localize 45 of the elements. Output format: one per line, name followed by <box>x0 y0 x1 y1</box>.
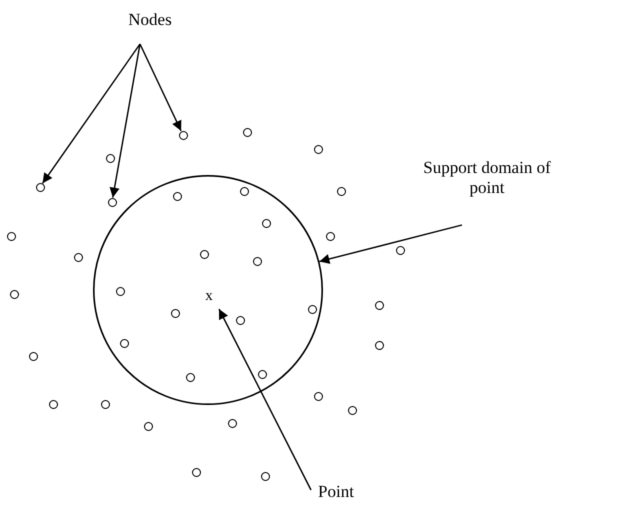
node-circle <box>326 232 334 240</box>
node-circle <box>236 316 244 324</box>
node-circle <box>260 472 270 480</box>
node-circle <box>178 130 188 140</box>
node-circle <box>396 246 404 254</box>
node-circle <box>28 352 38 360</box>
label-text: x <box>202 287 216 305</box>
node-circle <box>200 250 208 258</box>
node-circle <box>314 144 322 154</box>
node-circle <box>48 400 58 408</box>
node-circle <box>100 400 110 408</box>
node-circle <box>116 286 124 296</box>
node-circle <box>336 186 346 196</box>
arrow <box>42 44 141 184</box>
arrow <box>319 224 462 264</box>
label-text: Point <box>310 482 362 504</box>
node-circle <box>192 468 200 476</box>
support-domain-circle <box>93 175 323 405</box>
node-circle <box>6 232 16 240</box>
node-circle <box>308 304 316 314</box>
node-circle <box>10 290 18 298</box>
node-circle <box>108 198 116 206</box>
node-circle <box>262 218 270 228</box>
node-circle <box>106 154 114 162</box>
arrow <box>218 308 312 490</box>
node-circle <box>252 256 262 266</box>
node-circle <box>186 372 194 382</box>
node-circle <box>36 182 44 192</box>
node-circle <box>144 422 152 430</box>
node-circle <box>242 128 252 136</box>
label-text: Support domain of point <box>412 158 562 200</box>
node-circle <box>240 186 248 196</box>
node-circle <box>374 300 384 310</box>
node-circle <box>348 406 356 414</box>
node-circle <box>170 308 180 318</box>
node-circle <box>74 252 82 262</box>
node-circle <box>228 418 236 428</box>
node-circle <box>314 392 322 400</box>
node-circle <box>374 340 384 350</box>
node-circle <box>120 338 128 348</box>
node-circle <box>172 192 182 200</box>
arrow <box>110 44 141 198</box>
node-circle <box>258 370 266 378</box>
arrow <box>139 44 182 132</box>
label-text: Nodes <box>118 10 182 32</box>
